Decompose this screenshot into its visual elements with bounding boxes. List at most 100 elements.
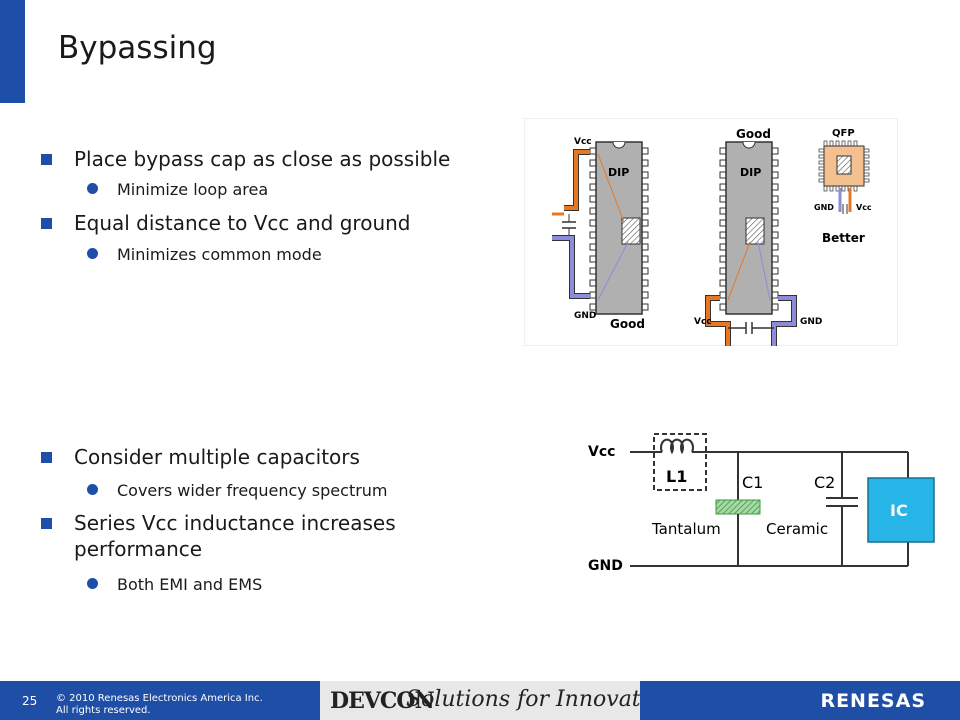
left-vcc-trace <box>564 150 590 210</box>
right-gnd-trace <box>772 296 796 346</box>
sub-bullet-3: Covers wider frequency spectrum <box>87 481 388 500</box>
copyright-text: © 2010 Renesas Electronics America Inc. … <box>56 693 263 717</box>
page-number: 25 <box>22 694 38 708</box>
c1-label: C1 <box>742 473 763 492</box>
qfp-pin-bottom <box>829 185 834 192</box>
dip-pin-left <box>719 243 727 251</box>
dip-pin-right <box>641 207 649 215</box>
dip-pin-right <box>641 303 649 311</box>
dip-pin-left <box>719 159 727 167</box>
qfp-pin-right <box>863 172 870 177</box>
qfp-die <box>836 155 852 175</box>
dip-pin-right <box>641 291 649 299</box>
qfp-pin-top <box>823 140 828 147</box>
sub-bullet-4: Both EMI and EMS <box>87 575 263 594</box>
round-bullet-icon <box>87 578 98 589</box>
qfp-pin-right <box>863 160 870 165</box>
right-gnd-label: GND <box>800 317 822 327</box>
qfp-pin-bottom <box>841 185 846 192</box>
bullet-1-text: Place bypass cap as close as possible <box>74 147 451 171</box>
l1-label: L1 <box>666 467 687 486</box>
round-bullet-icon <box>87 248 98 259</box>
qfp-pin-bottom <box>853 185 858 192</box>
title-accent-bar <box>0 0 25 103</box>
dip-pin-right <box>641 255 649 263</box>
left-gnd-trace <box>552 236 590 298</box>
ceramic-label: Ceramic <box>766 520 828 538</box>
sub-bullet-1: Minimize loop area <box>87 180 269 199</box>
left-orange-bond <box>597 153 625 223</box>
dip-pin-left <box>589 219 597 227</box>
c1-tantalum-plate <box>715 499 761 515</box>
copyright-line-2: All rights reserved. <box>56 705 151 716</box>
right-chip-label: DIP <box>740 166 761 179</box>
square-bullet-icon <box>41 452 52 463</box>
qfp-pin-top <box>847 140 852 147</box>
sub-bullet-4-text: Both EMI and EMS <box>117 575 263 594</box>
dip-pin-left <box>589 303 597 311</box>
bullet-3: Consider multiple capacitors <box>41 444 360 470</box>
right-vcc-trace <box>706 296 730 346</box>
right-caption: Good <box>736 127 771 141</box>
dip-pin-left <box>589 171 597 179</box>
sub-bullet-3-text: Covers wider frequency spectrum <box>117 481 388 500</box>
footer-left-panel: 25 © 2010 Renesas Electronics America In… <box>0 681 320 720</box>
dip-pin-left <box>589 195 597 203</box>
dip-pin-right <box>771 207 779 215</box>
bypass-circuit-diagram: Vcc GND L1 C1 Tantalum C2 Ceramic IC <box>588 433 935 574</box>
qfp-pin-left <box>818 178 825 183</box>
dip-pin-left <box>719 195 727 203</box>
qfp-pin-top <box>841 140 846 147</box>
qfp-pin-left <box>818 160 825 165</box>
dip-pin-right <box>771 267 779 275</box>
dip-pin-left <box>719 291 727 299</box>
qfp-caption: Better <box>822 231 865 245</box>
qfp-pin-left <box>818 166 825 171</box>
dip-pin-right <box>771 195 779 203</box>
dip-pin-left <box>589 267 597 275</box>
right-chip-notch <box>742 141 756 149</box>
bullet-4: Series Vcc inductance increases performa… <box>41 510 396 562</box>
bullet-2-text: Equal distance to Vcc and ground <box>74 211 411 235</box>
square-bullet-icon <box>41 218 52 229</box>
dip-pin-left <box>719 183 727 191</box>
dip-pin-right <box>641 159 649 167</box>
footer-right-panel: RENESAS <box>640 681 960 720</box>
dip-pin-right <box>641 183 649 191</box>
square-bullet-icon <box>41 518 52 529</box>
dip-pin-right <box>641 147 649 155</box>
sub-bullet-2: Minimizes common mode <box>87 245 322 264</box>
square-bullet-icon <box>41 154 52 165</box>
left-blue-bond <box>597 241 629 301</box>
dip-pin-right <box>641 219 649 227</box>
round-bullet-icon <box>87 183 98 194</box>
ic-label: IC <box>890 501 908 520</box>
ic-block <box>867 477 935 543</box>
bullet-1: Place bypass cap as close as possible <box>41 146 451 172</box>
dip-pin-right <box>641 279 649 287</box>
dip-pin-right <box>771 183 779 191</box>
dip-pin-left <box>719 147 727 155</box>
qfp-label: QFP <box>832 128 855 139</box>
dip-pin-right <box>771 147 779 155</box>
qfp-pin-left <box>818 154 825 159</box>
dip-pin-right <box>771 279 779 287</box>
qfp-pin-right <box>863 166 870 171</box>
qfp-pin-left <box>818 148 825 153</box>
footer-bar: 25 © 2010 Renesas Electronics America In… <box>0 681 960 720</box>
devcon-logo: DEVCON <box>330 688 435 714</box>
l1-box <box>653 433 707 491</box>
renesas-logo: RENESAS <box>820 690 926 712</box>
dip-pin-left <box>589 207 597 215</box>
dip-bypass-diagram: DIP Vcc GND Good DIP Good Vcc GND QFP GN… <box>524 118 898 346</box>
dip-pin-left <box>589 291 597 299</box>
right-chip-die <box>745 217 765 245</box>
left-vcc-label: Vcc <box>574 137 592 147</box>
sub-bullet-1-text: Minimize loop area <box>117 180 269 199</box>
dip-pin-right <box>771 159 779 167</box>
qfp-gnd-label: GND <box>814 203 834 212</box>
right-blue-bond <box>757 241 771 301</box>
copyright-line-1: © 2010 Renesas Electronics America Inc. <box>56 693 263 704</box>
dip-pin-left <box>589 279 597 287</box>
left-chip-notch <box>612 141 626 149</box>
